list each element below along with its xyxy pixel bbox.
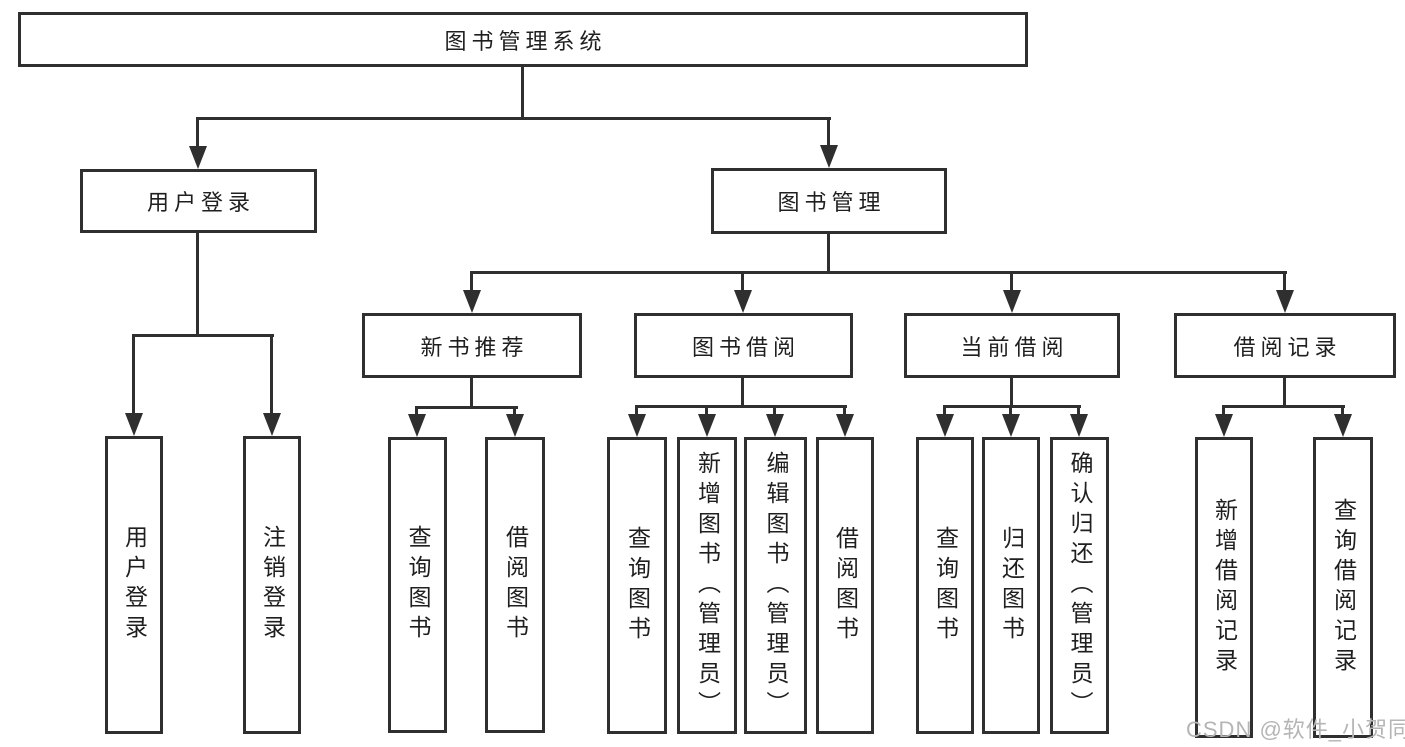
node-leaf-add-book-admin: 新增图书（管理员） [677, 437, 737, 734]
connector-line [1222, 405, 1225, 420]
node-new-book-recommend: 新书推荐 [362, 313, 582, 378]
arrow-down-icon [820, 145, 838, 168]
node-label: 借阅记录 [1233, 334, 1342, 360]
arrow-down-icon [1276, 290, 1294, 313]
node-leaf-query-book-recommend: 查询图书 [388, 437, 447, 733]
connector-line [415, 406, 418, 421]
connector-line [270, 334, 273, 414]
arrow-down-icon [1215, 414, 1233, 437]
node-borrow-records: 借阅记录 [1174, 313, 1396, 378]
node-label: 编辑图书（管理员） [763, 450, 789, 721]
node-label: 借阅图书 [832, 525, 859, 646]
connector-line [827, 117, 830, 157]
connector-line [843, 405, 846, 420]
arrow-down-icon [766, 414, 784, 437]
connector-line [1283, 378, 1286, 408]
arrow-down-icon [1070, 414, 1088, 437]
connector-line [196, 233, 199, 337]
connector-line [470, 271, 1287, 274]
node-label: 图书管理系统 [444, 28, 607, 54]
arrow-down-icon [698, 414, 716, 437]
node-label: 归还图书 [998, 525, 1025, 646]
node-leaf-confirm-return-admin: 确认归还（管理员） [1050, 437, 1109, 734]
connector-line [132, 334, 274, 337]
node-leaf-add-borrow-record: 新增借阅记录 [1195, 437, 1253, 738]
node-label: 新增借阅记录 [1211, 497, 1238, 678]
connector-line [1077, 405, 1080, 420]
arrow-down-icon [1002, 414, 1020, 437]
node-root: 图书管理系统 [18, 12, 1028, 67]
connector-line [196, 117, 831, 120]
arrow-down-icon [463, 290, 481, 313]
node-label: 新增图书（管理员） [694, 450, 721, 721]
node-label: 借阅图书 [502, 525, 529, 645]
arrow-down-icon [263, 413, 281, 436]
connector-line [943, 405, 1081, 408]
connector-line [1010, 271, 1013, 301]
node-label: 图书管理 [777, 190, 886, 215]
connector-line [415, 406, 518, 409]
connector-line [521, 66, 524, 119]
node-leaf-borrow-book: 借阅图书 [816, 437, 874, 734]
arrow-down-icon [189, 146, 207, 169]
node-current-borrow: 当前借阅 [904, 313, 1120, 378]
connector-line [470, 378, 473, 409]
node-label: 图书借阅 [691, 334, 800, 360]
connector-line [132, 334, 135, 414]
arrow-down-icon [408, 414, 426, 437]
arrow-down-icon [125, 413, 143, 436]
node-user-login: 用户登录 [80, 169, 317, 233]
connector-line [827, 234, 830, 274]
connector-line [773, 405, 776, 420]
node-leaf-return-book: 归还图书 [982, 437, 1040, 734]
node-label: 查询图书 [405, 525, 431, 645]
node-leaf-query-book-borrow: 查询图书 [607, 437, 667, 734]
arrow-down-icon [1003, 290, 1021, 313]
connector-line [741, 378, 744, 408]
node-book-borrow: 图书借阅 [634, 313, 853, 378]
arrow-down-icon [836, 414, 854, 437]
node-leaf-query-borrow-record: 查询借阅记录 [1313, 437, 1373, 738]
connector-line [513, 406, 516, 421]
connector-line [635, 405, 847, 408]
node-leaf-user-login: 用户登录 [105, 436, 163, 734]
node-label: 注销登录 [259, 525, 286, 645]
node-label: 确认归还（管理员） [1067, 450, 1093, 721]
node-leaf-borrow-book-recommend: 借阅图书 [485, 437, 545, 733]
connector-line [943, 405, 946, 420]
connector-line [635, 405, 638, 420]
connector-line [1283, 271, 1286, 301]
node-label: 用户登录 [146, 190, 255, 215]
connector-line [1341, 405, 1344, 420]
arrow-down-icon [936, 414, 954, 437]
node-label: 用户登录 [121, 525, 148, 645]
node-book-management: 图书管理 [711, 168, 947, 234]
node-label: 查询图书 [932, 525, 959, 646]
node-leaf-query-book-current: 查询图书 [916, 437, 974, 734]
connector-line [741, 271, 744, 301]
node-label: 查询图书 [624, 525, 651, 646]
node-label: 新书推荐 [420, 334, 529, 360]
watermark: CSDN @软件_小贺同学 [1186, 717, 1405, 742]
arrow-down-icon [1334, 414, 1352, 437]
node-leaf-edit-book-admin: 编辑图书（管理员） [744, 437, 807, 734]
connector-line [705, 405, 708, 420]
node-label: 当前借阅 [960, 334, 1069, 360]
node-label: 查询借阅记录 [1330, 497, 1357, 678]
node-leaf-logout: 注销登录 [243, 436, 301, 734]
connector-line [196, 117, 199, 157]
arrow-down-icon [628, 414, 646, 437]
arrow-down-icon [734, 290, 752, 313]
arrow-down-icon [506, 414, 524, 437]
connector-line [470, 271, 473, 301]
connector-line [1009, 405, 1012, 420]
connector-line [1222, 405, 1345, 408]
connector-line [1010, 378, 1013, 408]
